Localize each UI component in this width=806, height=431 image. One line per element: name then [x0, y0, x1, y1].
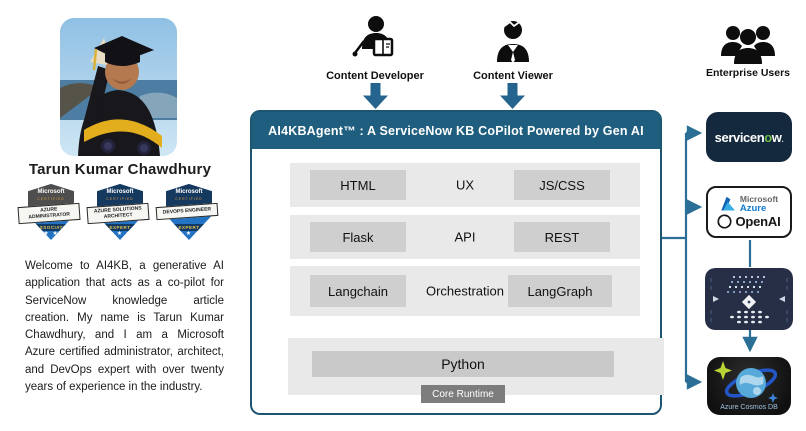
enterprise-users-icon — [720, 24, 776, 69]
layer-orchestration: Langchain Orchestration LangGraph — [290, 266, 640, 316]
badge-stars: ★ ★ ★ — [176, 231, 202, 237]
servicenow-box: servicenow. — [706, 112, 792, 162]
tech-langgraph: LangGraph — [508, 275, 612, 307]
badge-certified: CERTIFIED — [37, 197, 65, 201]
layer-label-orchestration: Orchestration — [425, 283, 505, 299]
bio-text: Welcome to AI4KB, a generative AI applic… — [25, 260, 224, 393]
azure-icon — [721, 196, 735, 211]
vector-embedding-box — [705, 268, 793, 330]
layer-api: Flask API REST — [290, 215, 640, 259]
developer-down-arrow — [363, 83, 388, 109]
azure-wordmark: Azure — [739, 202, 767, 214]
vector-embedding-art — [705, 268, 793, 330]
tech-rest: REST — [514, 222, 610, 252]
servicenow-green-o: o — [764, 129, 772, 145]
badge-title: AZURE SOLUTIONS ARCHITECT — [86, 202, 150, 224]
badge-shield-top — [28, 184, 74, 208]
tech-python: Python — [312, 351, 614, 377]
badge-title: AZURE ADMINISTRATOR — [17, 202, 81, 224]
cosmos-db-art — [714, 361, 778, 403]
content-viewer-label: Content Viewer — [473, 70, 553, 82]
ai4kbagent-diagram: AI4KBAgent™ : A ServiceNow KB CoPilot Po… — [250, 110, 664, 415]
servicenow-logo: servicenow. — [714, 129, 784, 145]
content-developer-icon — [352, 15, 398, 72]
badge-certified: CERTIFIED — [106, 197, 134, 201]
azure-openai-box: Microsoft Azure OpenAI — [706, 186, 792, 238]
content-developer-label: Content Developer — [326, 70, 424, 82]
badge-brand: Microsoft — [106, 189, 134, 195]
tech-langchain: Langchain — [310, 275, 406, 307]
openai-logo: OpenAI — [717, 214, 781, 229]
openai-wordmark: OpenAI — [735, 214, 781, 229]
layer-core-runtime: Python Core Runtime — [288, 338, 664, 403]
enterprise-users-label: Enterprise Users — [705, 67, 791, 79]
badge-level: EXPERT — [105, 224, 135, 231]
openai-icon — [717, 214, 732, 229]
badge-stars: ★ ★ — [43, 231, 59, 237]
person-name: Tarun Kumar Chawdhury — [28, 161, 212, 178]
cosmos-db-box: Azure Cosmos DB — [707, 357, 791, 415]
badge-shield-top — [97, 184, 143, 208]
badge-stars: ★ ★ ★ — [107, 231, 133, 237]
badge-azure-administrator: Microsoft CERTIFIED ASSOCIATE ★ ★ AZURE … — [17, 184, 82, 242]
badge-level: ASSOCIATE — [36, 224, 67, 231]
viewer-down-arrow — [500, 83, 525, 109]
badge-level: EXPERT — [174, 224, 204, 231]
badge-devops-engineer: Microsoft CERTIFIED EXPERT ★ ★ ★ DEVOPS … — [155, 184, 220, 242]
cosmos-db-label: Azure Cosmos DB — [720, 404, 778, 411]
microsoft-wordmark: Microsoft — [739, 194, 779, 204]
diagram-title: AI4KBAgent™ : A ServiceNow KB CoPilot Po… — [252, 112, 660, 149]
tech-html: HTML — [310, 170, 406, 200]
layer-label-ux: UX — [455, 177, 475, 193]
certification-badges: Microsoft CERTIFIED ASSOCIATE ★ ★ AZURE … — [16, 184, 224, 246]
badge-shield-top — [166, 184, 212, 208]
badge-azure-solutions-architect: Microsoft CERTIFIED EXPERT ★ ★ ★ AZURE S… — [86, 184, 151, 242]
microsoft-azure-logo: Microsoft Azure — [720, 195, 778, 213]
layer-ux: HTML UX JS/CSS — [290, 163, 640, 207]
badge-brand: Microsoft — [175, 189, 203, 195]
content-viewer-icon — [494, 19, 532, 71]
tech-flask: Flask — [310, 222, 406, 252]
layer-label-api: API — [454, 229, 476, 245]
badge-certified: CERTIFIED — [175, 197, 203, 201]
badge-brand: Microsoft — [37, 189, 65, 195]
tech-jscss: JS/CSS — [514, 170, 610, 200]
core-runtime-badge: Core Runtime — [421, 385, 505, 403]
profile-photo — [60, 18, 177, 156]
